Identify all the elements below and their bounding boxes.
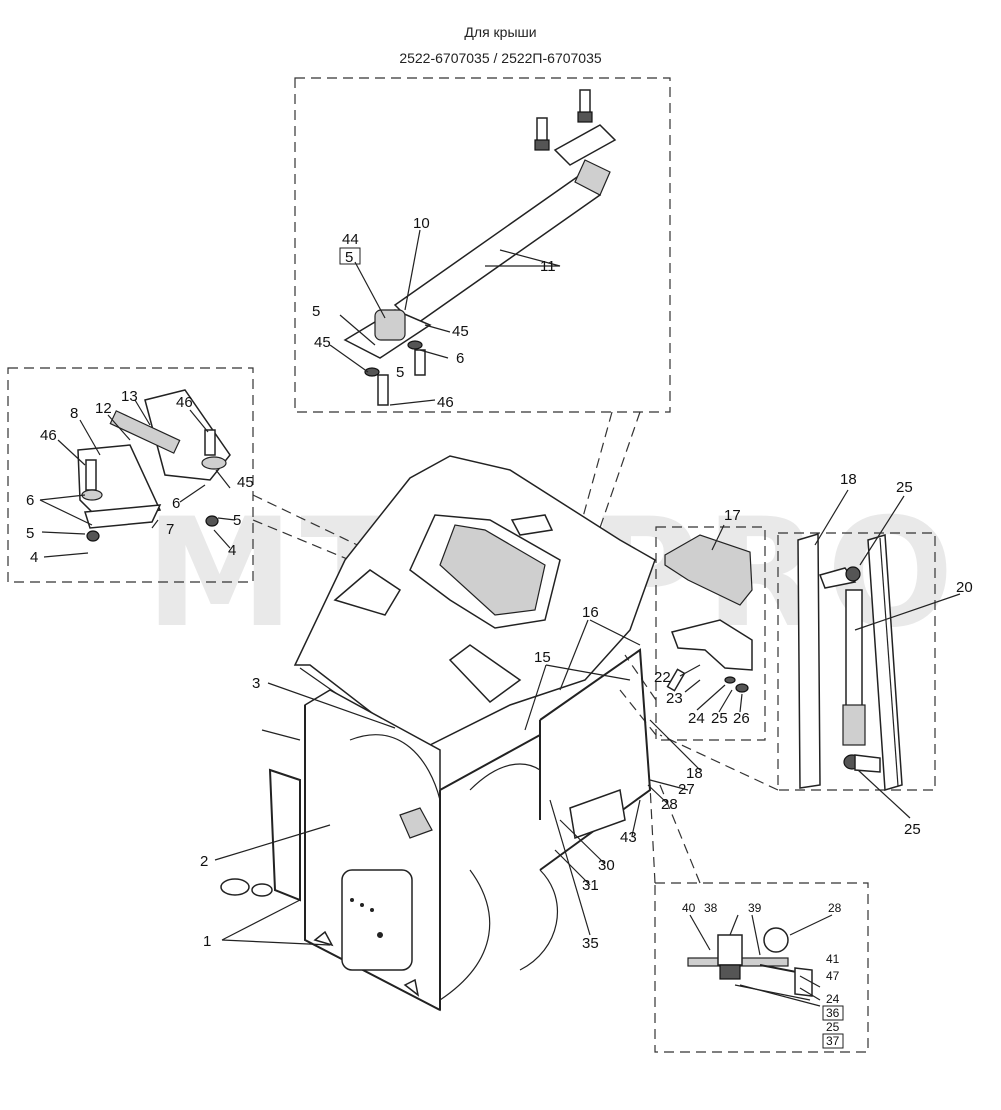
callout-6b: 45: [314, 334, 331, 351]
callout-40: 40: [682, 901, 696, 915]
bolt-section-assembly: [687, 927, 813, 1001]
gas-spring-assembly: [343, 89, 617, 406]
callout-45-left: 45: [237, 474, 254, 491]
roof-detail-callouts: 44 5 10 11 45 6 5 5 45 46: [312, 215, 556, 411]
latch-detail-frame: [655, 526, 766, 741]
callout-46-left: 46: [40, 427, 57, 444]
callout-25-strut-top: 25: [896, 479, 913, 496]
cab-frame: [220, 648, 652, 1012]
callout-22: 22: [654, 669, 671, 686]
hinge-detail-callouts: 13 12 8 46 46 6 5 4 6 7 45 5 4: [26, 388, 254, 566]
callout-5-left: 5: [26, 525, 34, 542]
callout-35: 35: [582, 935, 599, 952]
callout-45b: 5: [312, 303, 320, 320]
callout-25-bolt: 25: [826, 1020, 840, 1034]
callout-36: 36: [826, 1006, 840, 1020]
hinge-detail-frame: [7, 367, 254, 583]
latch-detail-leaders: [545, 524, 743, 713]
gas-strut-detail-frame: [777, 532, 936, 791]
callout-30: 30: [598, 857, 615, 874]
callout-6: 6: [456, 350, 464, 367]
roof-hinge-detail-frame: [294, 77, 671, 413]
diagram-title-line1: Для крыши: [464, 24, 537, 40]
callout-25-strut-bottom: 25: [904, 821, 921, 838]
callout-5b: 5: [396, 364, 404, 381]
callout-27: 27: [678, 781, 695, 798]
callout-4-left: 4: [30, 549, 38, 566]
callout-5-right: 5: [233, 512, 241, 529]
cab-callouts: 3 2 1 18 27 28 43 30 31 35: [200, 675, 703, 952]
callout-31: 31: [582, 877, 599, 894]
cab-leaders: [214, 619, 701, 946]
callout-13: 13: [121, 388, 138, 405]
callout-23: 23: [666, 690, 683, 707]
callout-25-latch: 25: [711, 710, 728, 727]
latch-assembly: [664, 534, 753, 693]
callout-12: 12: [95, 400, 112, 417]
callout-20: 20: [956, 579, 973, 596]
callout-10: 10: [413, 215, 430, 232]
latch-detail-callouts: 17 16 15 22 23 24 25 26: [534, 507, 750, 727]
callout-28-cab: 28: [661, 796, 678, 813]
callout-45: 45: [452, 323, 469, 340]
callout-7: 7: [166, 521, 174, 538]
callout-44: 44: [342, 231, 359, 248]
strut-detail-callouts: 18 25 20 25: [840, 471, 973, 838]
callout-15: 15: [534, 649, 551, 666]
callout-4-right: 4: [228, 542, 236, 559]
callout-18-cab: 18: [686, 765, 703, 782]
callout-41: 41: [826, 952, 840, 966]
callout-18-strut: 18: [840, 471, 857, 488]
callout-3: 3: [252, 675, 260, 692]
bolt-detail-callouts: 40 38 39 28 41 47 24 36 25 37: [682, 901, 844, 1049]
callout-11: 11: [540, 258, 556, 275]
roof-detail-leaders: [329, 229, 561, 406]
callout-46: 46: [437, 394, 454, 411]
callout-24-bolt: 24: [826, 992, 840, 1006]
callout-6-right: 6: [172, 495, 180, 512]
callout-2: 2: [200, 853, 208, 870]
callout-1: 1: [203, 933, 211, 950]
callout-39: 39: [748, 901, 762, 915]
callout-24-latch: 24: [688, 710, 705, 727]
diagram-title-line2: 2522-6707035 / 2522П-6707035: [399, 50, 602, 66]
callout-43: 43: [620, 829, 637, 846]
callout-26: 26: [733, 710, 750, 727]
callout-16: 16: [582, 604, 599, 621]
hinge-detail-leaders: [39, 399, 236, 558]
callout-47: 47: [826, 969, 840, 983]
callout-6-left: 6: [26, 492, 34, 509]
callout-28-bolt: 28: [828, 901, 842, 915]
callout-37: 37: [826, 1034, 840, 1048]
gas-strut-assembly: [797, 532, 903, 791]
hinge-assembly: [77, 389, 231, 542]
callout-46-right: 46: [176, 394, 193, 411]
strut-detail-leaders: [814, 489, 961, 819]
callout-5: 5: [345, 249, 353, 266]
callout-17: 17: [724, 507, 741, 524]
callout-8: 8: [70, 405, 78, 422]
bolt-detail-leaders: [689, 914, 833, 1007]
callout-38: 38: [704, 901, 718, 915]
